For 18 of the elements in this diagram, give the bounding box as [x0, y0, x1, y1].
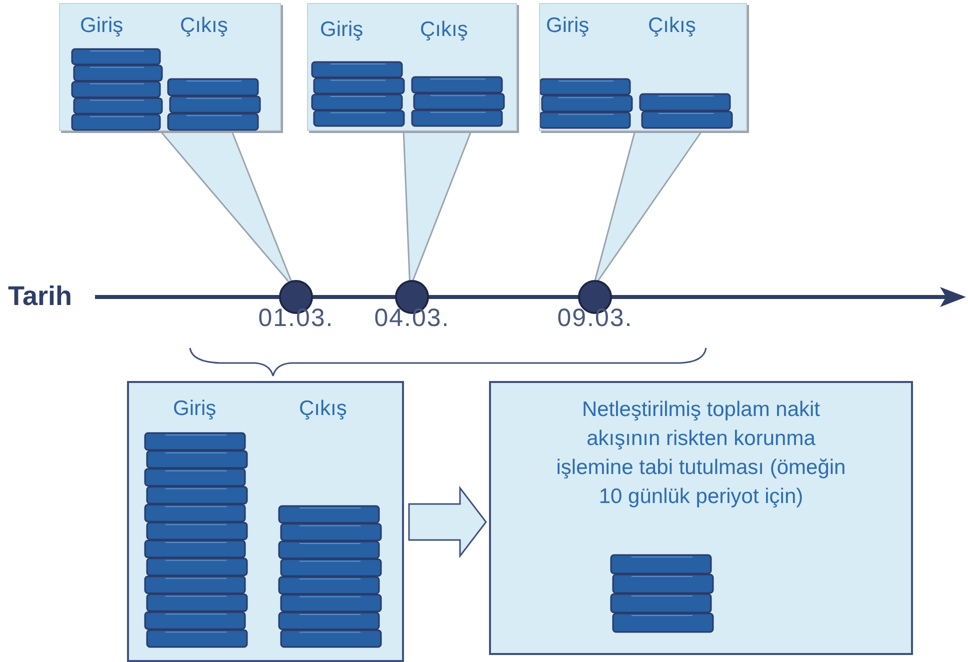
column-heading: Giriş [173, 397, 216, 421]
date-label: 01.03. [258, 304, 334, 333]
callout-box [59, 3, 281, 131]
column-heading: Çıkış [420, 18, 468, 42]
callout-box [539, 3, 747, 131]
result-box [489, 381, 913, 655]
callout-box [127, 381, 404, 662]
column-heading: Çıkış [180, 14, 228, 38]
date-label: 09.03. [557, 304, 633, 333]
description-text: Netleştirilmiş toplam nakit akışının riskten korunma işlemine tabi tutulması (ömeğin 10 günlük periyot için) [555, 397, 847, 510]
date-label: 04.03. [374, 304, 450, 333]
column-heading: Çıkış [299, 397, 347, 421]
column-heading: Giriş [320, 18, 364, 42]
column-heading: Giriş [546, 14, 590, 38]
block-arrow [408, 486, 487, 558]
column-heading: Çıkış [648, 14, 696, 38]
axis-label: Tarih [8, 281, 72, 312]
column-heading: Giriş [80, 14, 124, 38]
